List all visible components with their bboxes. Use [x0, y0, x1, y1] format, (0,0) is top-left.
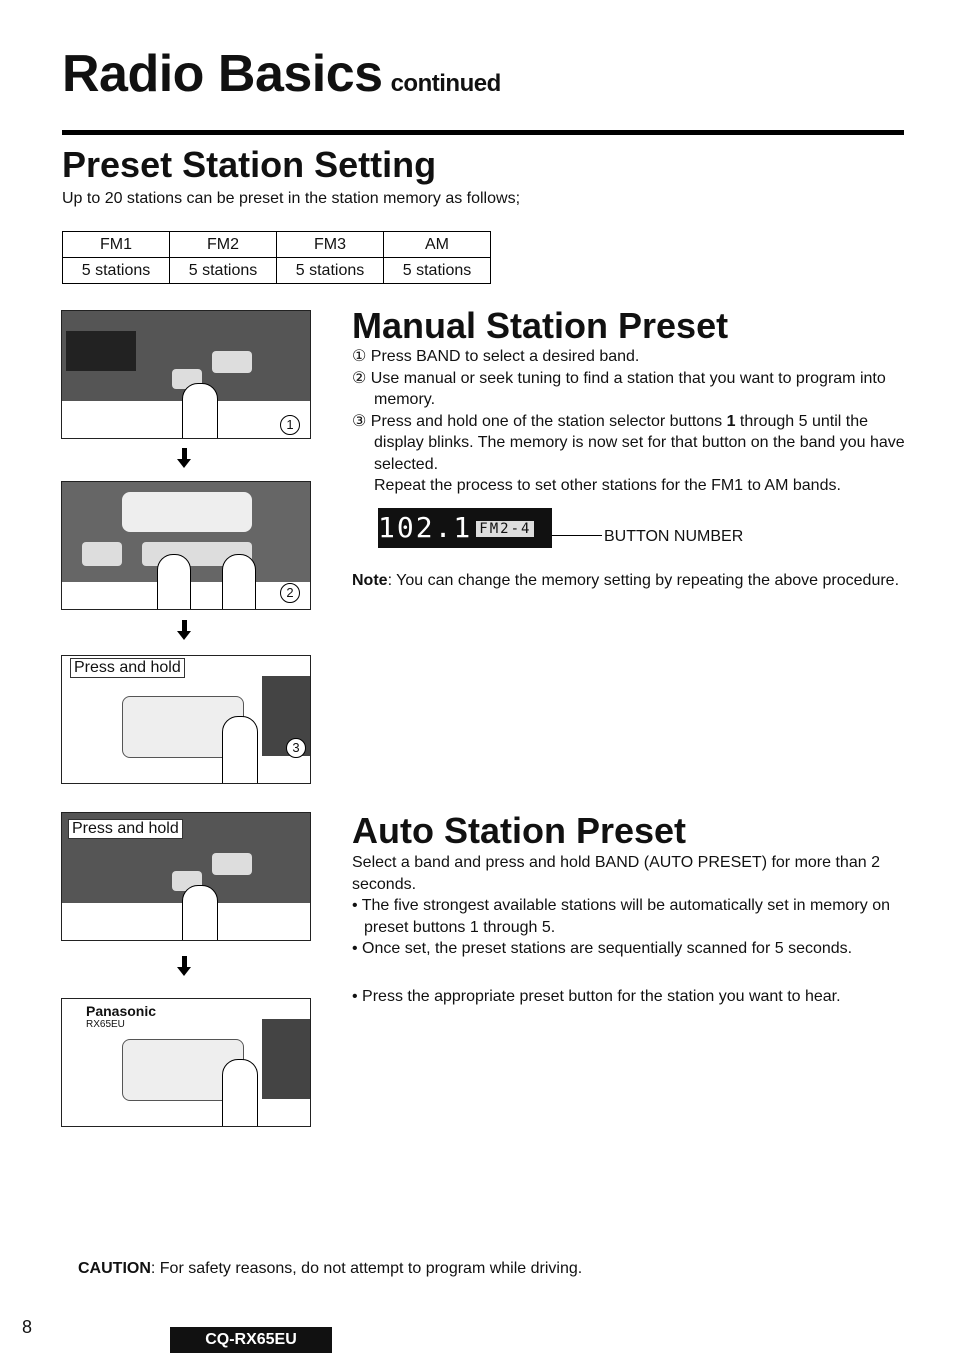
- figure-auto-step2: Panasonic RX65EU: [61, 998, 311, 1127]
- manual-steps: ① Press BAND to select a desired band. ②…: [352, 346, 908, 497]
- manual-step-1: ① Press BAND to select a desired band.: [352, 348, 640, 365]
- auto-intro: Select a band and press and hold BAND (A…: [352, 854, 880, 893]
- mode-button: [212, 853, 252, 875]
- table-header-row: FM1 FM2 FM3 AM: [62, 231, 491, 258]
- manual-repeat: Repeat the process to set other stations…: [374, 477, 841, 494]
- section-title-auto: Auto Station Preset: [352, 810, 687, 851]
- table-row: 5 stations 5 stations 5 stations 5 stati…: [62, 257, 491, 284]
- table-header-cell: FM2: [169, 231, 277, 258]
- device-display: [66, 331, 136, 371]
- title-text: Radio Basics: [62, 45, 383, 103]
- step3-text-a: ③ Press and hold one of the station sele…: [352, 412, 727, 430]
- table-header-cell: AM: [383, 231, 491, 258]
- page-title: Radio Basics continued: [62, 44, 501, 114]
- auto-bullet-1: • The five strongest available stations …: [352, 897, 890, 936]
- header-rule: [62, 130, 904, 135]
- auto-bullet-2: • Once set, the preset stations are sequ…: [352, 940, 853, 957]
- manual-note: Note: You can change the memory setting …: [352, 570, 908, 592]
- finger-illustration: [222, 1059, 258, 1126]
- page-number: 8: [22, 1317, 33, 1337]
- model-tag: CQ-RX65EU: [170, 1327, 332, 1353]
- step3-text-b: through 5 until the display blinks. The …: [374, 412, 905, 473]
- device-panel: [262, 1019, 310, 1099]
- mode-button: [212, 351, 252, 373]
- title-continued: continued: [390, 70, 502, 97]
- pwr-button: [82, 542, 122, 566]
- leader-line: [552, 535, 602, 536]
- auto-bullet-3: • Press the appropriate preset button fo…: [352, 988, 841, 1005]
- manual-step-2: ② Use manual or seek tuning to find a st…: [352, 369, 886, 409]
- button-number-label: BUTTON NUMBER: [604, 528, 744, 545]
- table-cell: 5 stations: [276, 257, 384, 284]
- display-band: FM2-4: [476, 521, 535, 537]
- step-marker: 1: [280, 415, 300, 435]
- finger-illustration: [182, 383, 218, 438]
- preset-buttons: [122, 492, 252, 532]
- figure-auto-step1: Press and hold: [61, 812, 311, 941]
- press-and-hold-label: Press and hold: [68, 819, 183, 839]
- figure-step3: Press and hold 3: [61, 655, 311, 784]
- table-cell: 5 stations: [62, 257, 170, 284]
- caution-note: CAUTION: For safety reasons, do not atte…: [78, 1258, 582, 1280]
- finger-illustration: [222, 554, 256, 609]
- caution-text: : For safety reasons, do not attempt to …: [150, 1260, 583, 1277]
- finger-illustration: [182, 885, 218, 940]
- model-small: RX65EU: [86, 1019, 125, 1030]
- table-cell: 5 stations: [169, 257, 277, 284]
- step3-bold: 1: [726, 412, 736, 430]
- press-and-hold-label: Press and hold: [70, 658, 185, 678]
- note-label: Note: [352, 572, 388, 589]
- note-text: : You can change the memory setting by r…: [387, 572, 900, 589]
- table-cell: 5 stations: [383, 257, 491, 284]
- section-title-manual: Manual Station Preset: [352, 305, 729, 346]
- caution-label: CAUTION: [78, 1260, 151, 1277]
- manual-step-3: ③ Press and hold one of the station sele…: [352, 411, 908, 476]
- brand-logo: Panasonic: [86, 1003, 157, 1019]
- figure-step2: 2: [61, 481, 311, 610]
- auto-body: Select a band and press and hold BAND (A…: [352, 852, 908, 960]
- step-marker: 3: [286, 738, 306, 758]
- table-header-cell: FM1: [62, 231, 170, 258]
- figure-step1: 1: [61, 310, 311, 439]
- section-title-preset: Preset Station Setting: [62, 144, 437, 185]
- preset-intro: Up to 20 stations can be preset in the s…: [62, 190, 521, 207]
- display-frequency: 102.1: [378, 511, 473, 544]
- finger-illustration: [222, 716, 258, 783]
- finger-illustration: [157, 554, 191, 609]
- table-header-cell: FM3: [276, 231, 384, 258]
- step-marker: 2: [280, 583, 300, 603]
- preset-table: FM1 FM2 FM3 AM 5 stations 5 stations 5 s…: [62, 231, 491, 284]
